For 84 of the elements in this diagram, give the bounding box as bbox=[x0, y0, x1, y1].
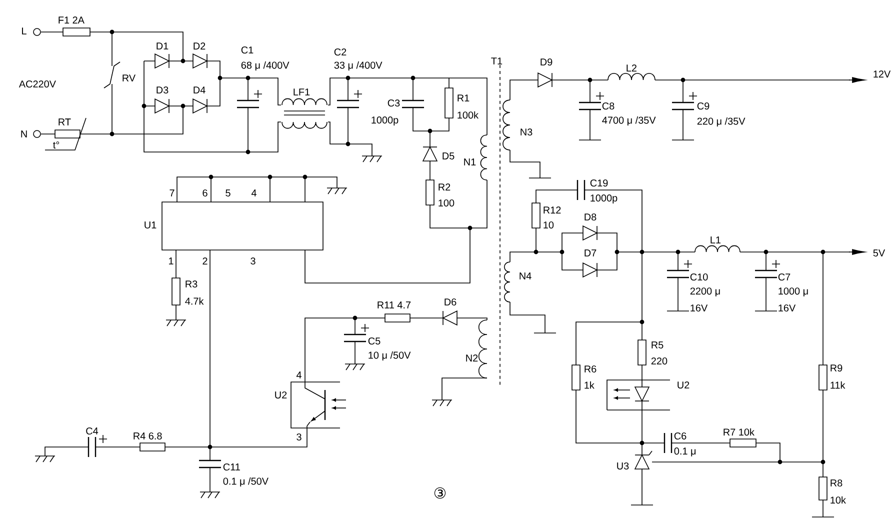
component-label: C11 bbox=[223, 463, 240, 471]
component-label: 100k bbox=[458, 111, 479, 119]
voltage-label: 12V bbox=[874, 70, 891, 78]
pin-number: 4 bbox=[296, 372, 302, 378]
component-label: R3 bbox=[186, 280, 198, 288]
component-label: 1000p bbox=[372, 116, 398, 126]
component-label: C5 bbox=[368, 337, 380, 345]
component-label: R12 bbox=[544, 206, 561, 214]
component-label: N3 bbox=[520, 128, 532, 136]
component-label: U3 bbox=[617, 462, 629, 470]
pin-number: 1 bbox=[169, 258, 174, 264]
component-label: 4.7k bbox=[185, 297, 204, 305]
component-label: N1 bbox=[464, 158, 476, 166]
pin-number: 7 bbox=[170, 190, 174, 196]
component-label: R11 4.7 bbox=[378, 302, 411, 308]
component-label: AC220V bbox=[18, 80, 56, 88]
component-label: R5 bbox=[652, 342, 664, 348]
component-label: D1 bbox=[156, 42, 168, 50]
component-label: C7 bbox=[778, 273, 790, 281]
component-label: R7 10k bbox=[724, 428, 754, 436]
component-label: 10 μ /50V bbox=[368, 351, 411, 361]
component-label: T1 bbox=[491, 58, 502, 64]
component-label: C19 bbox=[590, 179, 608, 187]
component-label: D6 bbox=[444, 298, 456, 306]
component-label: 100 bbox=[438, 199, 454, 207]
component-label: F1 2A bbox=[58, 16, 84, 24]
component-label: C3 bbox=[388, 99, 400, 107]
component-label: 220 bbox=[651, 357, 668, 365]
component-label: 2200 μ bbox=[690, 288, 720, 296]
component-label: R2 bbox=[438, 184, 450, 190]
component-label: R1 bbox=[458, 94, 470, 102]
component-label: D9 bbox=[540, 58, 552, 66]
component-label: 11k bbox=[830, 381, 846, 389]
component-label: 1000 μ bbox=[778, 288, 808, 296]
component-label: L2 bbox=[626, 64, 636, 72]
component-label: C2 bbox=[334, 48, 346, 56]
component-label: C6 bbox=[674, 432, 686, 440]
component-label: U2 bbox=[275, 391, 287, 399]
component-label: D8 bbox=[584, 213, 596, 221]
component-label: 68 μ /400V bbox=[241, 61, 290, 71]
component-label: R6 bbox=[584, 365, 596, 373]
component-label: D7 bbox=[584, 250, 596, 256]
component-label: C9 bbox=[697, 102, 710, 110]
component-label: L bbox=[22, 28, 26, 34]
component-label: 4700 μ /35V bbox=[602, 116, 656, 126]
component-label: D5 bbox=[442, 152, 454, 160]
component-label: U2 bbox=[678, 381, 690, 389]
component-label: t° bbox=[53, 141, 60, 149]
component-label: 1k bbox=[584, 381, 594, 389]
figure-number: ③ bbox=[434, 487, 446, 499]
component-label: LF1 bbox=[294, 88, 310, 96]
component-label: C10 bbox=[690, 273, 708, 281]
component-label: D4 bbox=[194, 86, 206, 94]
component-label: 16V bbox=[778, 304, 796, 312]
component-label: 16V bbox=[690, 304, 708, 312]
component-label: 10 bbox=[544, 221, 554, 229]
component-label: 1000p bbox=[590, 194, 618, 204]
component-label: D3 bbox=[156, 86, 168, 94]
pin-number: 3 bbox=[250, 257, 256, 265]
component-label: R9 bbox=[830, 364, 842, 372]
component-label: C1 bbox=[241, 46, 254, 54]
pin-number: 3 bbox=[296, 433, 302, 441]
pin-number: 4 bbox=[251, 190, 256, 196]
component-label: 220 μ /35V bbox=[697, 117, 746, 127]
pin-number: 6 bbox=[202, 189, 208, 197]
component-label: D2 bbox=[194, 42, 206, 50]
pin-number: 2 bbox=[202, 258, 208, 264]
component-label: N4 bbox=[520, 272, 532, 280]
component-label: RT bbox=[58, 118, 71, 126]
voltage-label: 5V bbox=[873, 250, 886, 256]
component-label: L1 bbox=[710, 236, 720, 244]
component-label: RV bbox=[122, 74, 136, 82]
component-label: N bbox=[21, 130, 27, 138]
pin-number: 5 bbox=[226, 190, 230, 196]
component-label: 10k bbox=[830, 496, 846, 504]
component-label: 33 μ /400V bbox=[334, 61, 382, 71]
component-label: N2 bbox=[466, 354, 478, 362]
component-label: 0.1 μ /50V bbox=[223, 477, 268, 487]
component-label: U1 bbox=[144, 222, 156, 228]
component-label: C8 bbox=[602, 102, 614, 110]
component-label: C4 bbox=[86, 427, 98, 435]
component-label: 0.1 μ bbox=[674, 448, 696, 456]
component-label: R4 6.8 bbox=[134, 432, 162, 440]
component-label: R8 bbox=[830, 479, 842, 487]
